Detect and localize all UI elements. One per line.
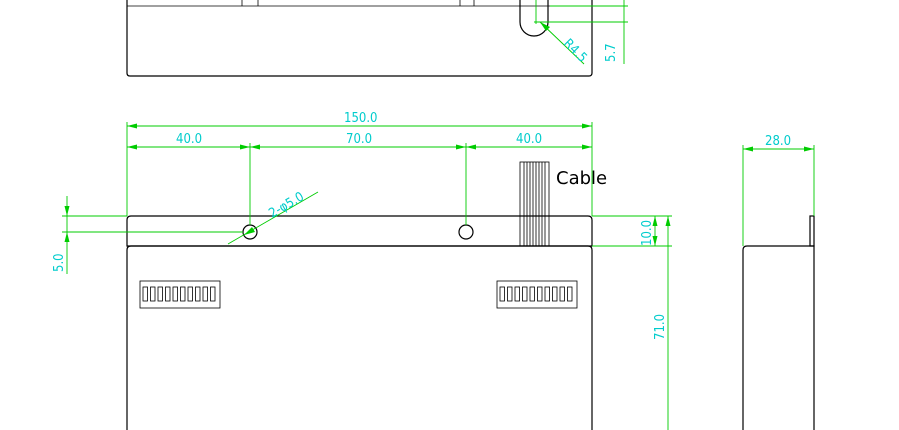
dim-text-40-left: 40.0 (176, 132, 202, 147)
arrow (743, 146, 753, 152)
arrow (240, 144, 250, 150)
arrow (250, 144, 260, 150)
dim-text-10-0: 10.0 (640, 220, 655, 246)
mounting-hole-right (458, 224, 474, 240)
dim-text-5-0: 5.0 (52, 253, 67, 272)
dip-switch-key (195, 286, 201, 302)
dip-switch-key (567, 286, 573, 302)
dim-text-28-0: 28.0 (765, 134, 791, 149)
dip-switch-key (522, 286, 528, 302)
side-view-outline (742, 245, 815, 430)
arrow (244, 227, 255, 235)
dip-switch-key (537, 286, 543, 302)
dip-switch-key (210, 286, 216, 302)
dip-switch-key (172, 286, 178, 302)
dip-switch-right (496, 280, 578, 309)
dip-switch-key (150, 286, 156, 302)
dim-text-71-0: 71.0 (653, 314, 668, 340)
dim-leader-hole (227, 191, 319, 245)
radius-slot (519, 0, 549, 37)
arrow (127, 144, 137, 150)
cable (519, 161, 550, 247)
top-view: 5.7 R4.5 (126, 0, 628, 77)
dip-switch-key (552, 286, 558, 302)
arrow (64, 232, 70, 242)
dim-text-70: 70.0 (346, 132, 372, 147)
dip-switch-frame (496, 280, 578, 309)
dip-switch-key (157, 286, 163, 302)
dip-switch-key (187, 286, 193, 302)
arrow (582, 144, 592, 150)
dip-switch-key (165, 286, 171, 302)
dip-switch-left (139, 280, 221, 309)
dip-switch-key (142, 286, 148, 302)
dip-switch-key (180, 286, 186, 302)
arrow (64, 206, 70, 216)
arrow (665, 216, 671, 226)
dim-text-radius: R4.5 (560, 36, 589, 65)
dip-switch-key (514, 286, 520, 302)
dim-text-hole: 2-φ5.0 (267, 189, 307, 221)
arrow (582, 123, 592, 129)
dip-switch-frame (139, 280, 221, 309)
front-view: Cable 150.0 40.0 70.0 40.0 2-φ5. (52, 111, 672, 430)
dip-switch-key (559, 286, 565, 302)
arrow (456, 144, 466, 150)
dim-text-40-right: 40.0 (516, 132, 542, 147)
side-view-flange (809, 215, 815, 247)
side-view: 28.0 (742, 134, 815, 430)
top-view-outline (126, 0, 593, 77)
arrow (652, 236, 658, 246)
cable-label: Cable (556, 168, 607, 189)
dip-switch-key (507, 286, 513, 302)
flange-outline (126, 215, 593, 247)
dim-text-150: 150.0 (344, 111, 377, 126)
dip-switch-key (544, 286, 550, 302)
dip-switch-key (529, 286, 535, 302)
body-outline (126, 245, 593, 430)
dim-text-5-7: 5.7 (604, 43, 619, 62)
arrow (127, 123, 137, 129)
cable-outline (519, 161, 550, 247)
dip-switch-key (499, 286, 505, 302)
arrow (652, 216, 658, 226)
dip-switch-key (202, 286, 208, 302)
arrow (466, 144, 476, 150)
arrow (804, 146, 814, 152)
arrow (540, 22, 550, 31)
